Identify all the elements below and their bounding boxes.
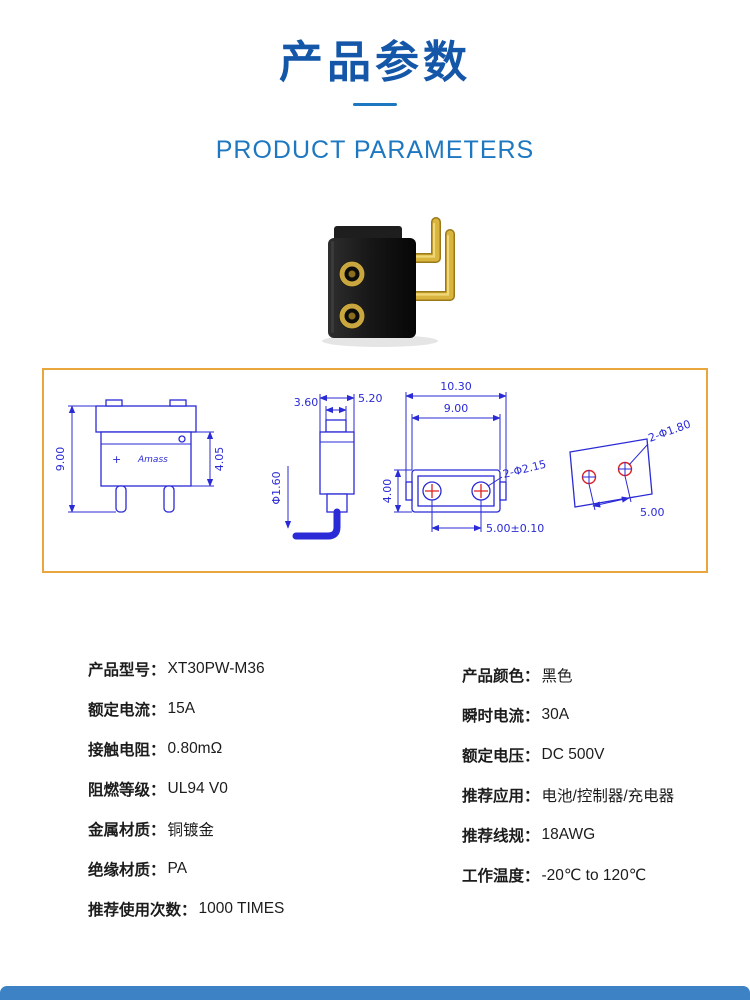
dim-side-body-width: 5.20 — [358, 392, 383, 405]
gold-socket — [339, 303, 365, 329]
pad-layout-view: 2-Φ1.80 5.00 — [569, 418, 693, 519]
spec-label: 绝缘材质： — [88, 862, 166, 879]
spec-row: 推荐应用：电池/控制器/充电器 — [462, 775, 688, 815]
dim-top-inner-width: 9.00 — [444, 402, 469, 415]
spec-label: 工作温度： — [462, 868, 540, 885]
product-photo-svg — [322, 217, 455, 347]
spec-value: UL94 V0 — [167, 780, 228, 797]
front-view: + Amass 9.00 4.05 — [54, 399, 226, 513]
spec-label: 额定电流： — [88, 702, 166, 719]
spec-value: 铜镀金 — [167, 822, 215, 839]
spec-row: 绝缘材质：PA — [88, 849, 462, 889]
spec-label: 推荐线规： — [462, 828, 540, 845]
spec-label: 阻燃等级： — [88, 782, 166, 799]
spec-value: 黑色 — [541, 668, 573, 685]
spec-row: 推荐线规：18AWG — [462, 815, 688, 855]
spec-label: 产品颜色： — [462, 668, 540, 685]
spec-value: 电池/控制器/充电器 — [541, 788, 675, 805]
title-divider — [353, 103, 397, 106]
product-photo — [288, 208, 468, 350]
technical-drawing: + Amass 9.00 4.05 — [42, 368, 708, 573]
spec-label: 瞬时电流： — [462, 708, 540, 725]
spec-row: 推荐使用次数：1000 TIMES — [88, 889, 462, 929]
dim-holes-spec: 2-Φ2.15 — [502, 458, 548, 481]
page-subtitle: PRODUCT PARAMETERS — [215, 136, 535, 164]
dim-front-body-height: 4.05 — [213, 447, 226, 472]
spec-row: 阻燃等级：UL94 V0 — [88, 769, 462, 809]
spec-row: 额定电流：15A — [88, 689, 462, 729]
brand-label: Amass — [137, 455, 168, 465]
spec-row: 产品颜色：黑色 — [462, 655, 688, 695]
spec-value: XT30PW-M36 — [167, 660, 265, 677]
spec-label: 产品型号： — [88, 662, 166, 679]
dim-pad-pitch: 5.00 — [640, 506, 665, 519]
spec-label: 额定电压： — [462, 748, 540, 765]
dim-pin-diameter: Φ1.60 — [270, 471, 283, 504]
polarity-mark: + — [112, 453, 121, 466]
spec-value: DC 500V — [541, 746, 605, 763]
side-view: 3.60 5.20 Φ1.60 — [270, 392, 383, 540]
spec-value: -20℃ to 120℃ — [541, 866, 647, 884]
spec-value: PA — [167, 860, 188, 877]
spec-value: 0.80mΩ — [167, 740, 223, 757]
dim-top-total-width: 10.30 — [440, 380, 472, 393]
dim-hole-pitch: 5.00±0.10 — [486, 522, 544, 535]
footer-bar — [0, 986, 750, 1000]
page-title: 产品参数 — [279, 38, 471, 87]
body-highlight — [331, 241, 334, 333]
spec-label: 推荐使用次数： — [88, 902, 197, 919]
spec-label: 金属材质： — [88, 822, 166, 839]
spec-row: 产品型号：XT30PW-M36 — [88, 649, 462, 689]
spec-label: 接触电阻： — [88, 742, 166, 759]
dim-pad-spec: 2-Φ1.80 — [647, 418, 693, 445]
spec-row: 接触电阻：0.80mΩ — [88, 729, 462, 769]
spec-label: 推荐应用： — [462, 788, 540, 805]
dim-side-top-width: 3.60 — [294, 396, 319, 409]
spec-list: 产品型号：XT30PW-M36 额定电流：15A 接触电阻：0.80mΩ 阻燃等… — [88, 649, 688, 929]
spec-column-right: 产品颜色：黑色 瞬时电流：30A 额定电压：DC 500V 推荐应用：电池/控制… — [462, 649, 688, 929]
spec-column-left: 产品型号：XT30PW-M36 额定电流：15A 接触电阻：0.80mΩ 阻燃等… — [88, 649, 462, 929]
top-view: 10.30 9.00 2-Φ2.15 4.00 5.00±0.10 — [381, 380, 548, 535]
spec-value: 15A — [167, 700, 196, 717]
spec-row: 瞬时电流：30A — [462, 695, 688, 735]
dimension-drawing-svg: + Amass 9.00 4.05 — [54, 380, 693, 540]
dim-front-height: 9.00 — [54, 447, 67, 472]
spec-value: 18AWG — [541, 826, 596, 843]
spec-value: 30A — [541, 706, 570, 723]
spec-value: 1000 TIMES — [198, 900, 285, 917]
spec-row: 金属材质：铜镀金 — [88, 809, 462, 849]
gold-socket — [339, 261, 365, 287]
spec-row: 额定电压：DC 500V — [462, 735, 688, 775]
spec-row: 工作温度：-20℃ to 120℃ — [462, 855, 688, 895]
dim-top-depth: 4.00 — [381, 479, 394, 504]
gold-pin — [401, 229, 455, 301]
